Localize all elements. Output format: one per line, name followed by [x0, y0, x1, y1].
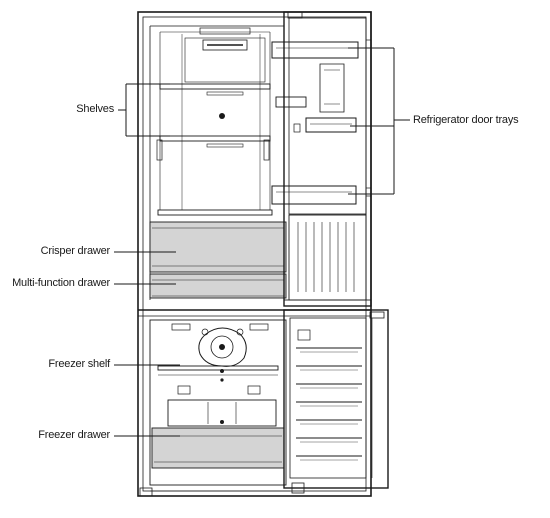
label-door-trays: Refrigerator door trays [413, 114, 519, 126]
fridge-door [271, 11, 372, 307]
door-tray [275, 63, 345, 113]
top-control-box [184, 27, 266, 83]
label-shelves: Shelves [76, 103, 114, 115]
label-freezer-drawer: Freezer drawer [38, 429, 110, 441]
crisper-drawer-shape [149, 221, 287, 273]
label-multi-function-drawer: Multi-function drawer [12, 277, 110, 289]
label-freezer-shelf: Freezer shelf [48, 358, 110, 370]
label-crisper-drawer: Crisper drawer [40, 245, 111, 257]
door-tray [271, 41, 359, 59]
fan-cover [198, 327, 247, 373]
leader-lines [114, 47, 410, 437]
multi-function-drawer-shape [149, 273, 287, 299]
door-tray [271, 185, 357, 205]
glass-shelves [157, 83, 273, 216]
door-tray [305, 117, 357, 133]
freezer-compartment [149, 319, 287, 486]
freezer-door [283, 309, 389, 489]
freezer-drawer-shape [151, 399, 285, 469]
